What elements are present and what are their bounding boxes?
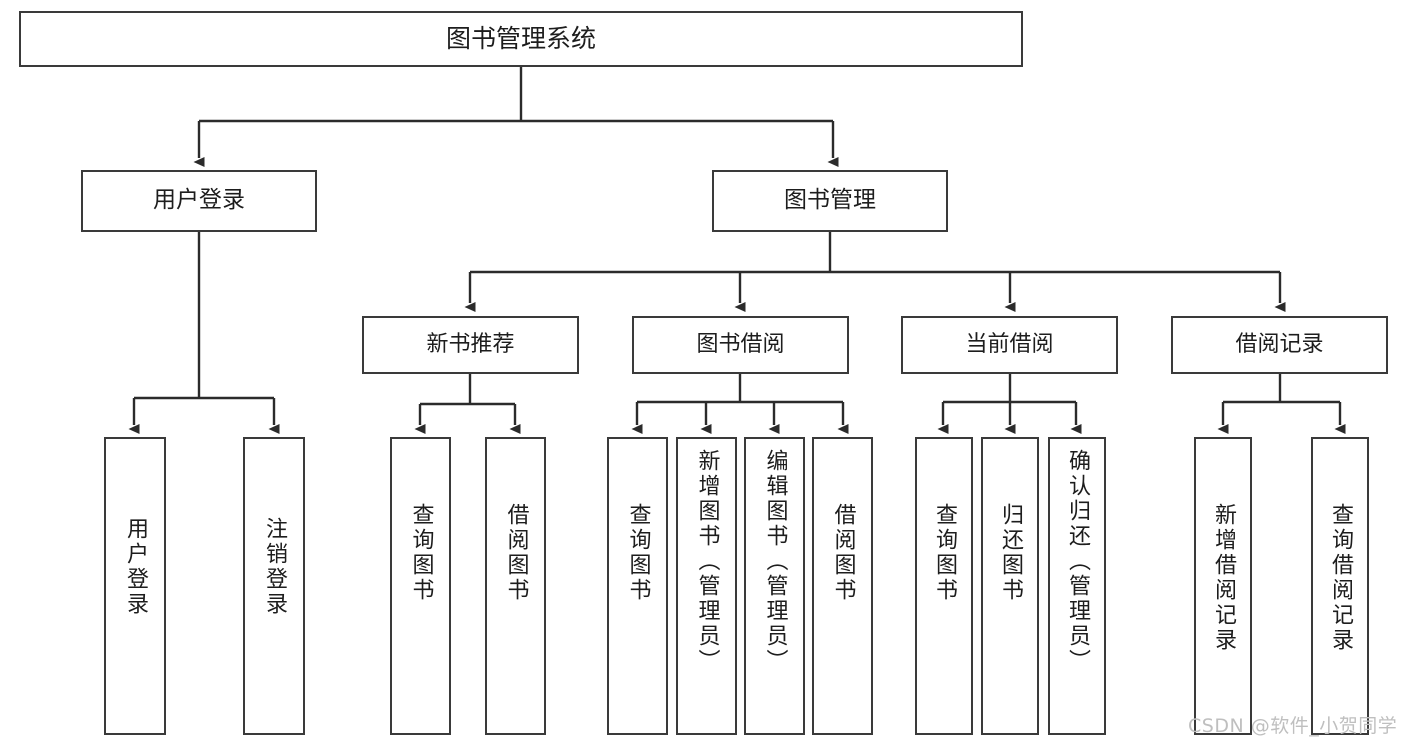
node-current-borrow-label: 当前借阅 [965,331,1054,357]
node-leaf-add-book-admin-label: 新增图书（管理员） [694,449,720,674]
node-borrow-record-label: 借阅记录 [1235,331,1324,357]
node-leaf-query-book-2-label: 查询图书 [625,503,651,603]
node-leaf-return-book-label: 归还图书 [998,503,1023,603]
node-leaf-query-book-1[interactable]: 查询图书 [390,437,451,735]
node-leaf-query-book-3-label: 查询图书 [932,503,957,603]
node-current-borrow[interactable]: 当前借阅 [901,316,1118,374]
node-leaf-query-borrow-record-label: 查询借阅记录 [1328,503,1353,653]
node-leaf-user-login-label: 用户登录 [123,517,148,617]
node-leaf-confirm-return-admin-label: 确认归还（管理员） [1065,449,1090,674]
node-leaf-borrow-book-1-label: 借阅图书 [503,503,529,603]
node-new-book-recommend-label: 新书推荐 [426,331,515,357]
node-leaf-query-book-1-label: 查询图书 [408,503,434,603]
watermark: CSDN @软件_小贺同学 [1188,715,1398,737]
node-leaf-add-book-admin[interactable]: 新增图书（管理员） [676,437,737,735]
node-user-login-label: 用户登录 [153,187,245,214]
node-leaf-add-borrow-record-label: 新增借阅记录 [1211,503,1236,653]
node-leaf-borrow-book-2-label: 借阅图书 [830,503,856,603]
node-leaf-edit-book-admin[interactable]: 编辑图书（管理员） [744,437,805,735]
node-book-borrow-label: 图书借阅 [696,331,785,357]
node-leaf-user-login[interactable]: 用户登录 [104,437,166,735]
node-user-login[interactable]: 用户登录 [81,170,317,232]
node-book-borrow[interactable]: 图书借阅 [632,316,849,374]
node-root-label: 图书管理系统 [445,24,596,53]
node-leaf-logout-login[interactable]: 注销登录 [243,437,305,735]
node-leaf-query-borrow-record[interactable]: 查询借阅记录 [1311,437,1369,735]
node-borrow-record[interactable]: 借阅记录 [1171,316,1388,374]
node-leaf-add-borrow-record[interactable]: 新增借阅记录 [1194,437,1252,735]
node-root[interactable]: 图书管理系统 [19,11,1023,67]
node-leaf-edit-book-admin-label: 编辑图书（管理员） [762,449,788,674]
node-leaf-borrow-book-2[interactable]: 借阅图书 [812,437,873,735]
node-leaf-borrow-book-1[interactable]: 借阅图书 [485,437,546,735]
node-new-book-recommend[interactable]: 新书推荐 [362,316,579,374]
node-book-manage-label: 图书管理 [784,187,876,214]
node-leaf-query-book-3[interactable]: 查询图书 [915,437,973,735]
node-book-manage[interactable]: 图书管理 [712,170,948,232]
node-leaf-query-book-2[interactable]: 查询图书 [607,437,668,735]
node-leaf-return-book[interactable]: 归还图书 [981,437,1039,735]
node-leaf-confirm-return-admin[interactable]: 确认归还（管理员） [1048,437,1106,735]
node-leaf-logout-login-label: 注销登录 [262,517,287,617]
